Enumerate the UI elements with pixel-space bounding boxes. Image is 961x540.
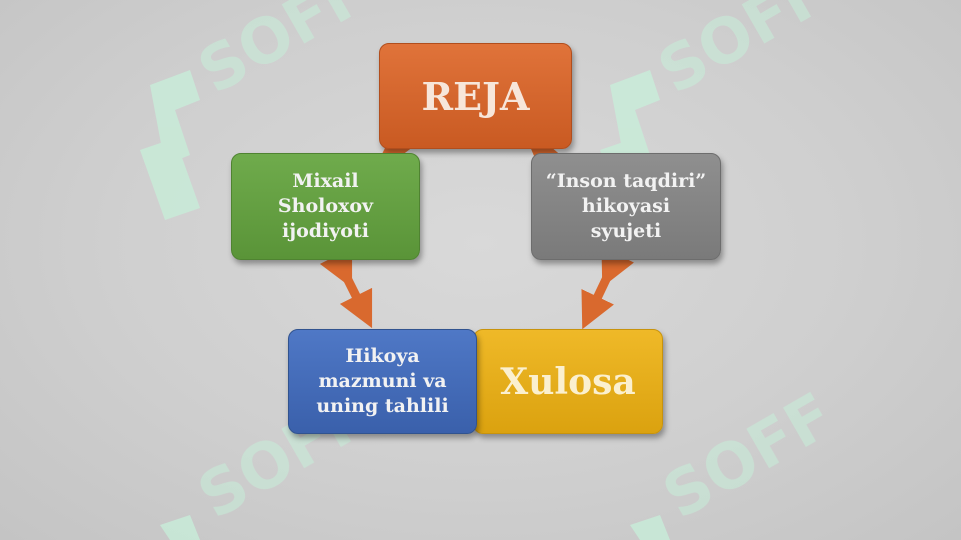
node-mixail-sholoxov: Mixail Sholoxov ijodiyoti [231,153,420,260]
arrow-inson-xulosa [581,247,634,330]
node-inson-label: “Inson taqdiri” hikoyasi syujeti [545,170,707,242]
node-hikoya-label: Hikoya mazmuni va uning tahlili [316,345,449,417]
node-hikoya-mazmuni: Hikoya mazmuni va uning tahlili [288,329,477,434]
node-xulosa-label: Xulosa [500,360,636,403]
node-mixail-label: Mixail Sholoxov ijodiyoti [277,170,374,242]
node-xulosa: Xulosa [473,329,663,434]
node-reja-label: REJA [421,73,530,119]
arrow-mixail-hikoya [319,247,373,329]
node-reja: REJA [379,43,572,149]
node-inson-taqdiri: “Inson taqdiri” hikoyasi syujeti [531,153,721,260]
